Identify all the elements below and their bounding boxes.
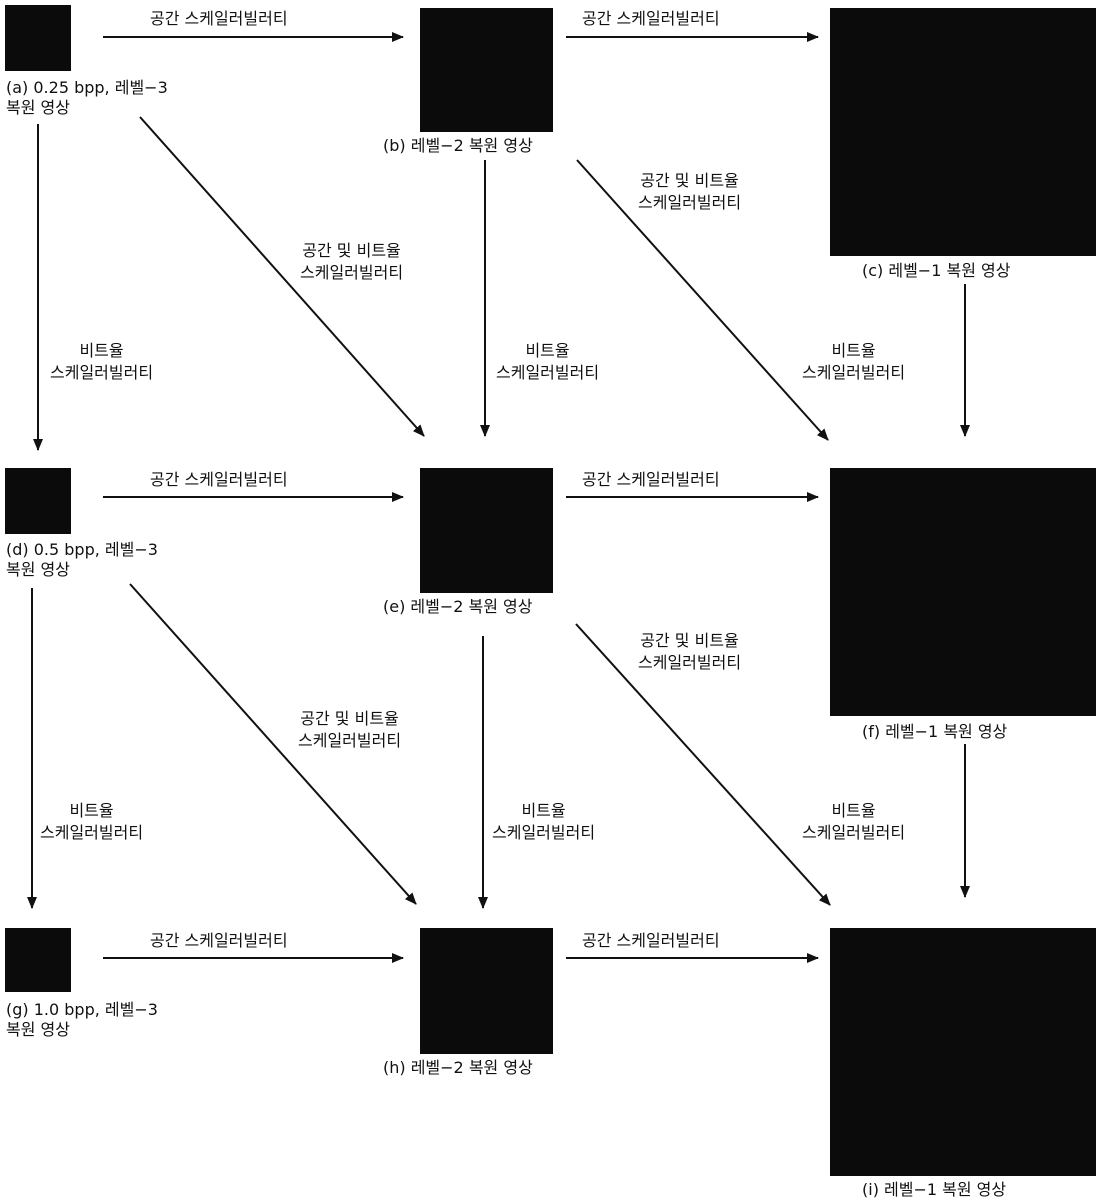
- label-combined-e-i-line1: 공간 및 비트율: [640, 631, 739, 650]
- arrow-e-to-i: [575, 623, 831, 906]
- label-bitrate-d-g-line2: 스케일러빌러티: [40, 823, 144, 842]
- label-bitrate-f-i-line1: 비트율: [831, 801, 876, 820]
- label-combined-d-h: 공간 및 비트율 스케일러빌러티: [298, 708, 401, 752]
- label-bitrate-c-f-line2: 스케일러빌러티: [802, 363, 906, 382]
- label-spatial-e-f: 공간 스케일러빌러티: [582, 470, 720, 489]
- label-bitrate-a-d: 비트율 스케일러빌러티: [50, 340, 153, 384]
- label-combined-b-f: 공간 및 비트율 스케일러빌러티: [638, 170, 741, 214]
- caption-d-line1: (d) 0.5 bpp, 레벨−3: [6, 540, 158, 559]
- label-bitrate-e-h: 비트율 스케일러빌러티: [492, 800, 595, 844]
- label-spatial-d-e: 공간 스케일러빌러티: [150, 470, 288, 489]
- caption-e: (e) 레벨−2 복원 영상: [383, 597, 533, 616]
- label-combined-e-i-line2: 스케일러빌러티: [638, 653, 742, 672]
- caption-f: (f) 레벨−1 복원 영상: [862, 722, 1008, 741]
- label-bitrate-a-d-line2: 스케일러빌러티: [50, 363, 154, 382]
- caption-a: (a) 0.25 bpp, 레벨−3 복원 영상: [6, 78, 168, 118]
- label-bitrate-c-f-line1: 비트율: [831, 341, 876, 360]
- label-combined-d-h-line1: 공간 및 비트율: [300, 709, 399, 728]
- label-spatial-h-i: 공간 스케일러빌러티: [582, 931, 720, 950]
- caption-d: (d) 0.5 bpp, 레벨−3 복원 영상: [6, 540, 158, 580]
- label-bitrate-d-g: 비트율 스케일러빌러티: [40, 800, 143, 844]
- arrow-a-to-e: [139, 116, 425, 437]
- caption-b: (b) 레벨−2 복원 영상: [383, 136, 533, 155]
- label-combined-a-e: 공간 및 비트율 스케일러빌러티: [300, 240, 403, 284]
- caption-g: (g) 1.0 bpp, 레벨−3 복원 영상: [6, 1000, 158, 1040]
- caption-a-line2: 복원 영상: [6, 98, 70, 117]
- label-combined-b-f-line1: 공간 및 비트율: [640, 171, 739, 190]
- label-bitrate-b-e-line1: 비트율: [525, 341, 570, 360]
- caption-d-line2: 복원 영상: [6, 560, 70, 579]
- arrow-d-to-h: [129, 583, 417, 905]
- label-bitrate-b-e-line2: 스케일러빌러티: [496, 363, 600, 382]
- label-spatial-b-c: 공간 스케일러빌러티: [582, 9, 720, 28]
- image-h: [420, 928, 553, 1054]
- image-a: [5, 5, 71, 71]
- label-combined-a-e-line2: 스케일러빌러티: [300, 263, 404, 282]
- label-combined-e-i: 공간 및 비트율 스케일러빌러티: [638, 630, 741, 674]
- label-bitrate-c-f: 비트율 스케일러빌러티: [802, 340, 905, 384]
- image-b: [420, 8, 553, 132]
- image-g: [5, 928, 71, 992]
- label-bitrate-b-e: 비트율 스케일러빌러티: [496, 340, 599, 384]
- image-d: [5, 468, 71, 534]
- caption-g-line2: 복원 영상: [6, 1020, 70, 1039]
- arrow-b-to-f: [576, 159, 829, 441]
- label-combined-b-f-line2: 스케일러빌러티: [638, 193, 742, 212]
- label-spatial-a-b: 공간 스케일러빌러티: [150, 9, 288, 28]
- image-f: [830, 468, 1096, 716]
- label-bitrate-e-h-line2: 스케일러빌러티: [492, 823, 596, 842]
- caption-g-line1: (g) 1.0 bpp, 레벨−3: [6, 1000, 158, 1019]
- caption-h: (h) 레벨−2 복원 영상: [383, 1058, 533, 1077]
- image-c: [830, 8, 1096, 256]
- label-bitrate-a-d-line1: 비트율: [79, 341, 124, 360]
- label-bitrate-f-i-line2: 스케일러빌러티: [802, 823, 906, 842]
- label-combined-d-h-line2: 스케일러빌러티: [298, 731, 402, 750]
- label-bitrate-e-h-line1: 비트율: [521, 801, 566, 820]
- caption-a-line1: (a) 0.25 bpp, 레벨−3: [6, 78, 168, 97]
- label-bitrate-d-g-line1: 비트율: [69, 801, 114, 820]
- caption-i: (i) 레벨−1 복원 영상: [862, 1180, 1007, 1199]
- label-bitrate-f-i: 비트율 스케일러빌러티: [802, 800, 905, 844]
- image-i: [830, 928, 1096, 1176]
- label-combined-a-e-line1: 공간 및 비트율: [302, 241, 401, 260]
- label-spatial-g-h: 공간 스케일러빌러티: [150, 931, 288, 950]
- image-e: [420, 468, 553, 593]
- caption-c: (c) 레벨−1 복원 영상: [862, 261, 1011, 280]
